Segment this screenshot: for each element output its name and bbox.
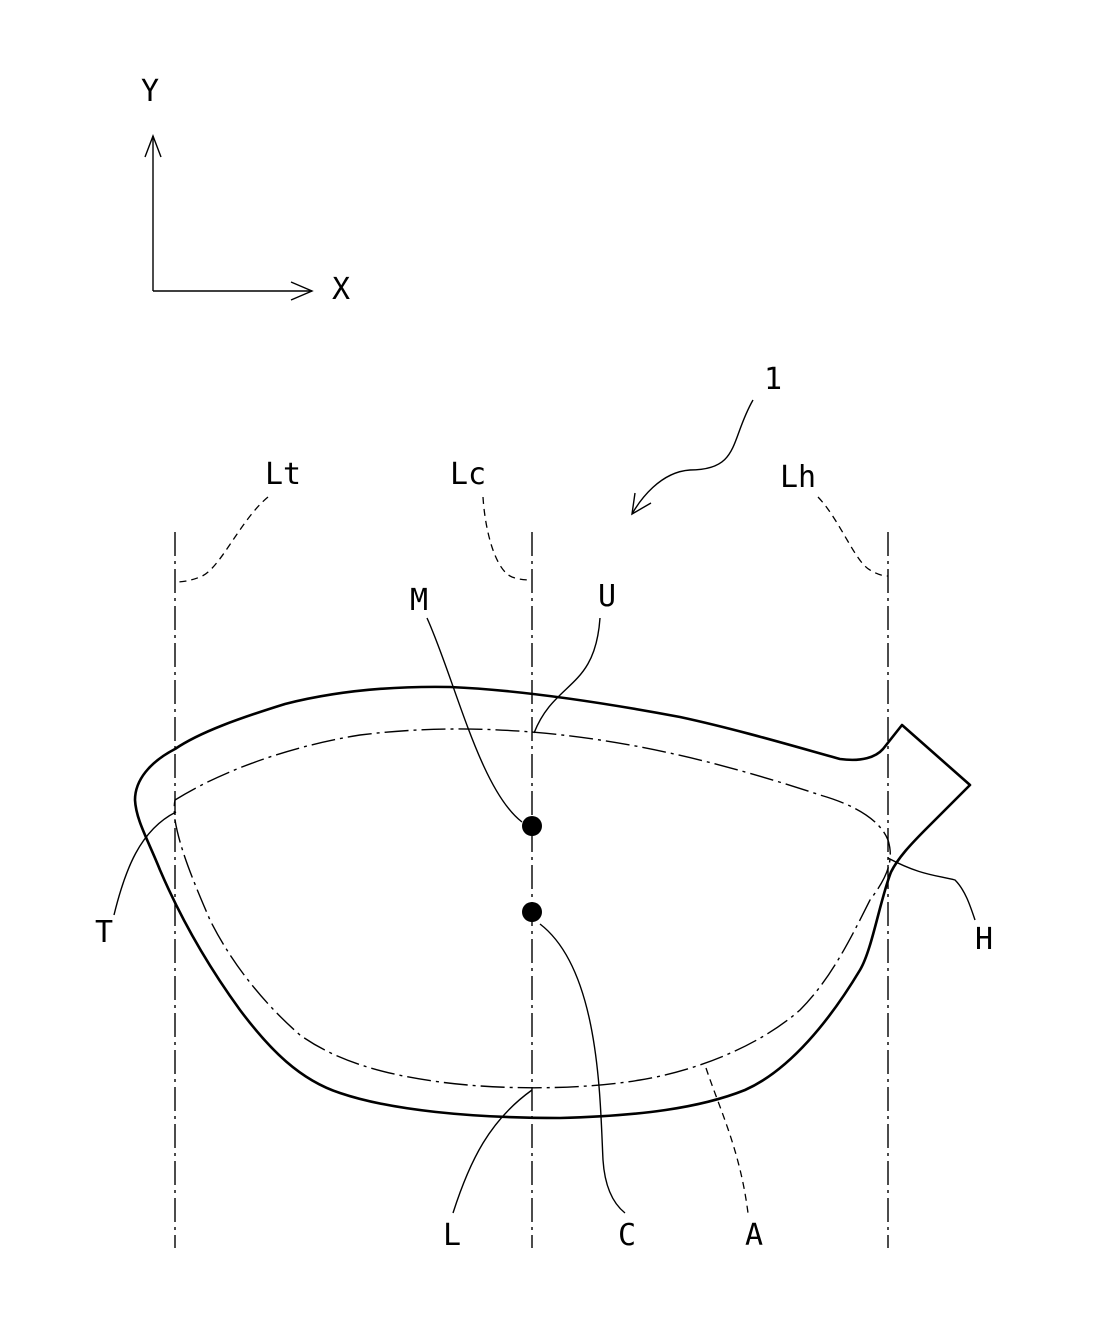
label-t: T — [95, 915, 113, 950]
leader-l — [453, 1090, 532, 1213]
label-u: U — [598, 579, 616, 614]
leader-m — [427, 618, 522, 822]
x-axis-label: X — [332, 272, 350, 307]
label-c: C — [618, 1218, 636, 1253]
label-lh: Lh — [780, 460, 816, 495]
leader-1 — [632, 400, 753, 514]
label-l: L — [443, 1218, 461, 1253]
leader-lh — [818, 497, 888, 576]
point-m — [522, 816, 542, 836]
leader-c — [540, 924, 625, 1213]
coordinate-axes: Y X — [141, 74, 350, 307]
label-m: M — [410, 583, 428, 618]
label-a: A — [745, 1218, 763, 1253]
head-outer-outline — [135, 687, 970, 1118]
point-c — [522, 902, 542, 922]
leader-h — [888, 858, 975, 920]
y-axis-label: Y — [141, 74, 159, 109]
label-head-ref: 1 — [764, 362, 782, 397]
leader-u — [534, 618, 600, 733]
leader-a — [706, 1068, 748, 1213]
label-lc: Lc — [450, 457, 486, 492]
label-h: H — [975, 922, 993, 957]
leader-lt — [175, 497, 268, 582]
leader-t — [114, 812, 176, 915]
leader-1-arrowhead — [632, 493, 651, 514]
leader-lc — [483, 497, 532, 580]
label-lt: Lt — [265, 457, 301, 492]
